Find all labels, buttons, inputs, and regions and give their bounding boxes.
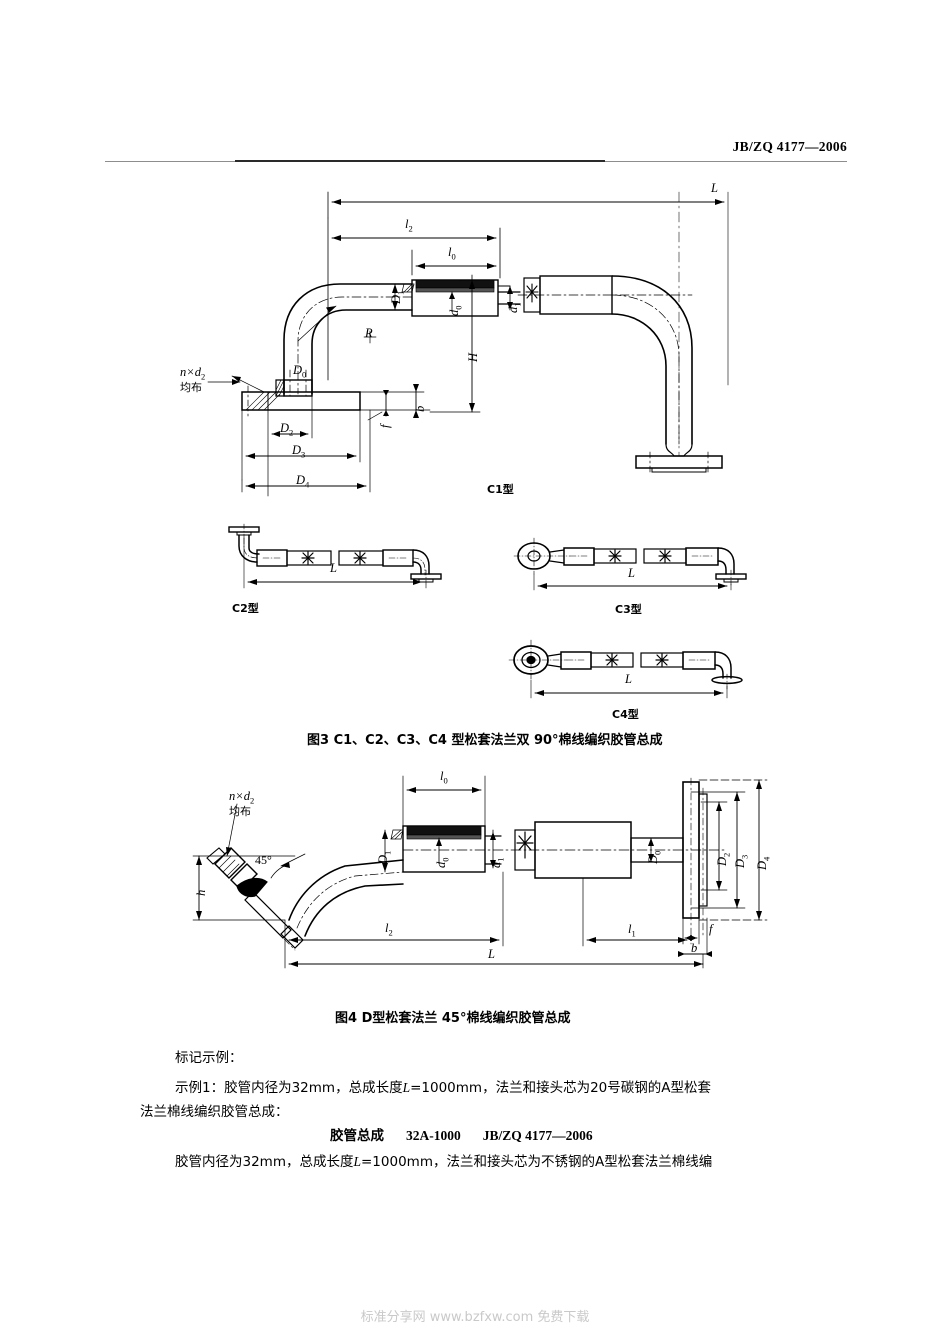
fig3-variant-label-c4: C4型 <box>612 708 639 721</box>
fig3-label-f: f <box>378 424 392 428</box>
fig3-label-D2: D2 <box>280 421 294 438</box>
fig3-label-l0: l0 <box>448 245 456 262</box>
fig3-label-d0: d0 <box>447 305 464 317</box>
fig4-label-D0: D0 <box>646 850 663 864</box>
figure3-caption: 图3 C1、C2、C3、C4 型松套法兰双 90°棉线编织胶管总成 <box>307 733 663 748</box>
page-header-standard-code: JB/ZQ 4177—2006 <box>732 139 847 154</box>
marking-heading: 标记示例： <box>175 1050 243 1066</box>
marking-example1-line2: 法兰棉线编织胶管总成： <box>140 1104 289 1120</box>
fig3-label-L: L <box>711 181 718 195</box>
fig4-label-f: f <box>709 922 713 936</box>
figure3-c3-drawing: L <box>510 524 770 614</box>
marking-code-line: 胶管总成 32A-1000 JB/ZQ 4177—2006 <box>330 1124 593 1144</box>
fig4-label-bolt-note: 均布 <box>229 805 251 818</box>
marking-example1-line1: 示例1：胶管内径为32mm，总成长度L=1000mm，法兰和接头芯为20号碳钢的… <box>175 1076 711 1096</box>
fig3-variant-label-c3: C3型 <box>615 603 642 616</box>
header-rule-bold <box>235 160 605 163</box>
figure3-c2-drawing: L <box>205 522 465 612</box>
fig3-label-H: H <box>466 352 480 362</box>
fig3-label-D4: D4 <box>296 473 310 490</box>
fig4-label-d0: d0 <box>434 857 451 869</box>
fig3-c3-label-L: L <box>628 566 635 580</box>
fig4-label-D1: D1 <box>376 850 393 864</box>
fig4-label-l1: l1 <box>628 922 636 939</box>
fig4-label-l0: l0 <box>440 769 448 786</box>
figure3-c1-svg <box>207 191 729 497</box>
footer-watermark: 标准分享网 www.bzfxw.com 免费下载 <box>360 1310 590 1325</box>
marking-code-spec: 32A-1000 <box>406 1128 461 1143</box>
fig4-label-D3: D3 <box>733 854 750 868</box>
fig3-variant-label-c2: C2型 <box>232 602 259 615</box>
marking-code-standard: JB/ZQ 4177—2006 <box>482 1128 593 1143</box>
figure3-c2-svg <box>228 523 442 589</box>
fig3-label-D1: D1 <box>389 290 406 304</box>
fig3-label-b: b <box>413 405 427 412</box>
fig3-label-bolt-spec: n×d2 <box>180 365 206 382</box>
marking-example2-symbol: L <box>353 1154 361 1169</box>
fig4-label-L: L <box>488 947 495 961</box>
fig3-label-R: R <box>365 326 373 340</box>
fig3-c2-label-L: L <box>330 561 337 575</box>
fig3-label-bolt-note: 均布 <box>180 381 202 394</box>
fig4-label-l2: l2 <box>385 921 393 938</box>
figure3-c4-svg <box>508 639 743 699</box>
fig3-c4-label-L: L <box>625 672 632 686</box>
fig4-label-bolt-spec: n×d2 <box>229 789 255 806</box>
fig4-label-angle: 45° <box>255 853 272 867</box>
fig3-label-D3: D3 <box>292 443 306 460</box>
marking-example2-value: =1000mm，法兰和接头芯为不锈钢的A型松套法兰棉线编 <box>361 1154 713 1170</box>
figure3-c1-drawing: L l2 l0 D1 d0 d1 R H D0 n×d2 均布 b f D2 D… <box>180 180 880 500</box>
figure3-c3-svg <box>513 537 747 591</box>
fig3-label-d1: d1 <box>506 302 523 314</box>
marking-example2-line: 胶管内径为32mm，总成长度L=1000mm，法兰和接头芯为不锈钢的A型松套法兰… <box>175 1150 712 1170</box>
marking-example1-prefix: 示例1：胶管内径为32mm，总成长度 <box>175 1080 403 1096</box>
marking-example1-value: =1000mm，法兰和接头芯为20号碳钢的A型松套 <box>410 1080 711 1096</box>
marking-code-name: 胶管总成 <box>330 1128 384 1144</box>
fig4-label-D2: D2 <box>715 852 732 866</box>
fig4-label-h: h <box>194 889 208 896</box>
figure3-c4-drawing: L <box>505 628 765 718</box>
figure4-caption: 图4 D型松套法兰 45°棉线编织胶管总成 <box>335 1011 571 1026</box>
fig4-label-D4: D4 <box>755 856 772 870</box>
fig3-label-D0: D0 <box>293 363 307 380</box>
fig3-label-l2: l2 <box>405 217 413 234</box>
marking-example2-prefix: 胶管内径为32mm，总成长度 <box>175 1154 354 1170</box>
fig4-label-d1: d1 <box>489 857 506 869</box>
fig4-label-b: b <box>691 941 698 955</box>
figure4-d-svg <box>192 775 768 969</box>
figure4-d-drawing: l0 n×d2 均布 45° h D1 d0 d1 D0 D2 D3 D4 f … <box>185 768 865 993</box>
marking-example1-symbol: L <box>402 1080 411 1095</box>
fig3-variant-label-c1: C1型 <box>487 483 514 496</box>
